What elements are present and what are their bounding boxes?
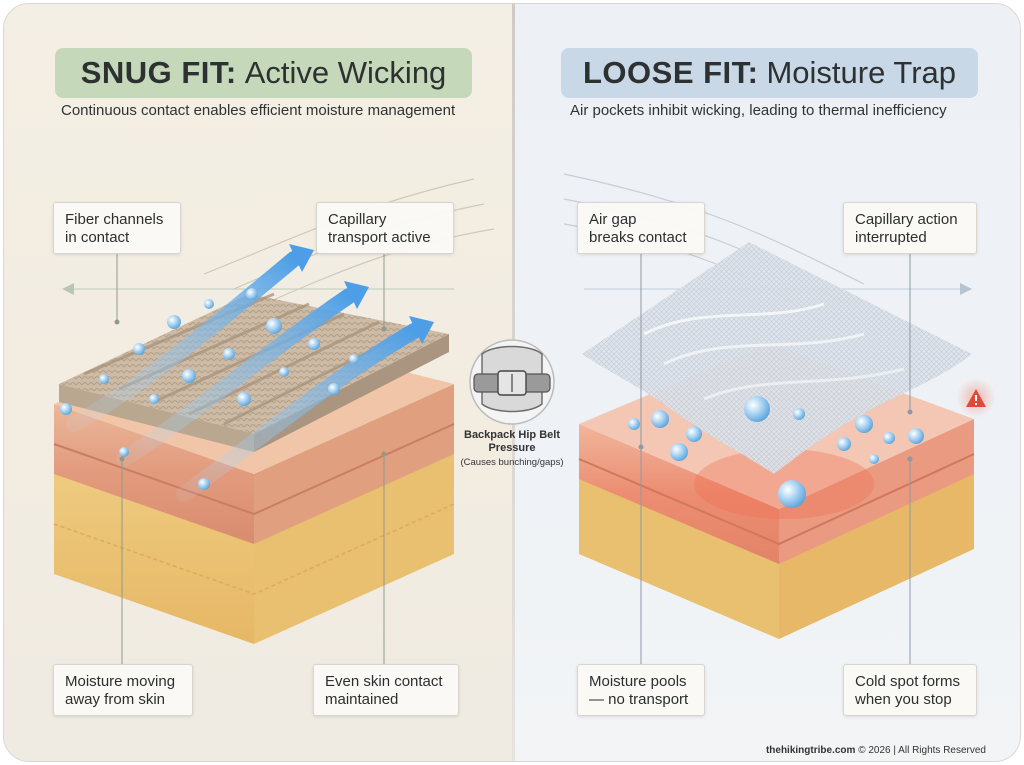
warning-icon xyxy=(956,378,996,418)
wicking-arrows xyxy=(66,244,434,502)
infographic-frame: SNUG FIT:Active Wicking Continuous conta… xyxy=(3,3,1021,762)
fabric-layer-right xyxy=(582,242,972,474)
snug-fit-title: SNUG FIT:Active Wicking xyxy=(55,48,472,98)
hip-belt-note: (Causes bunching/gaps) xyxy=(460,457,564,468)
illustration-layer xyxy=(53,173,975,664)
leader-lines-left xyxy=(114,254,387,664)
hip-belt-label: Backpack Hip Belt Pressure (Causes bunch… xyxy=(448,429,576,469)
callout-moisture-pools: Moisture pools— no transport xyxy=(577,664,705,716)
loose-fit-title: LOOSE FIT:Moisture Trap xyxy=(561,48,978,98)
droplets-right xyxy=(628,396,924,508)
hip-belt-title: Backpack Hip Belt Pressure xyxy=(464,429,560,454)
droplets-left xyxy=(60,288,359,490)
hip-belt-icon xyxy=(469,339,555,425)
footer-rights: © 2026 | All Rights Reserved xyxy=(858,745,986,756)
loose-fit-subtitle: Air pockets inhibit wicking, leading to … xyxy=(570,102,947,119)
snug-fit-subtitle: Continuous contact enables efficient moi… xyxy=(61,102,456,119)
leader-lines-right xyxy=(638,254,913,664)
footer-credit: thehikingtribe.com © 2026 | All Rights R… xyxy=(766,745,986,756)
footer-site-link[interactable]: thehikingtribe.com xyxy=(765,745,856,756)
